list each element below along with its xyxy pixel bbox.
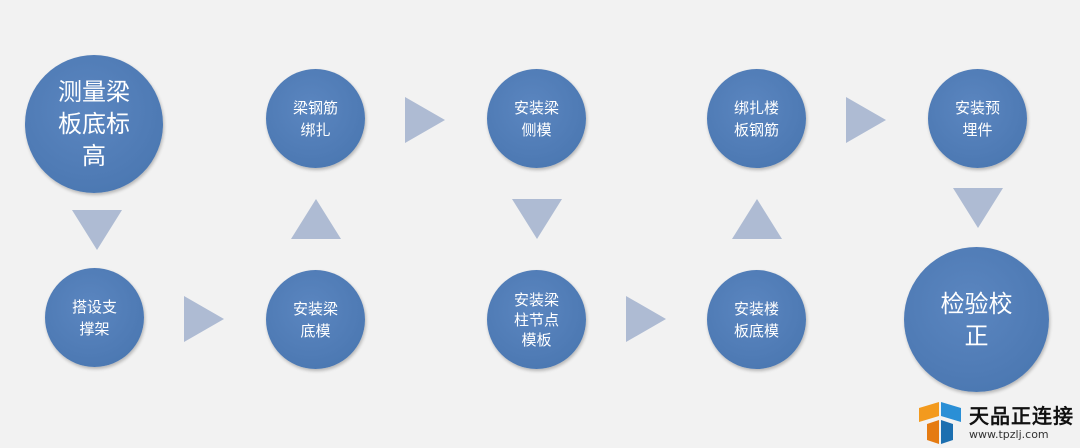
node-check: 检验校 正 (904, 247, 1049, 392)
node-support: 搭设支 撑架 (45, 268, 144, 367)
watermark-title: 天品正连接 (969, 404, 1074, 428)
arrow-down-2 (512, 199, 562, 239)
node-joint: 安装梁 柱节点 模板 (487, 270, 586, 369)
node-rebar-label: 梁钢筋 绑扎 (292, 98, 338, 139)
watermark: 天品正连接 www.tpzlj.com (917, 402, 1074, 444)
node-slab: 安装楼 板底模 (707, 270, 806, 369)
node-measure-label: 测量梁 板底标 高 (58, 78, 130, 170)
arrow-up-2 (732, 199, 782, 239)
node-bottom-label: 安装梁 底模 (292, 299, 338, 340)
node-slab-label: 安装楼 板底模 (733, 299, 779, 340)
node-rebar: 梁钢筋 绑扎 (266, 69, 365, 168)
arrow-right-2 (405, 97, 445, 143)
arrow-right-1 (184, 296, 224, 342)
watermark-logo-icon (919, 402, 961, 444)
node-measure: 测量梁 板底标 高 (25, 55, 163, 193)
node-slabrebar-label: 绑扎楼 板钢筋 (733, 98, 779, 139)
node-side: 安装梁 侧模 (487, 69, 586, 168)
arrow-up-1 (291, 199, 341, 239)
arrow-right-4 (846, 97, 886, 143)
watermark-url: www.tpzlj.com (969, 428, 1049, 441)
node-check-label: 检验校 正 (940, 289, 1013, 350)
node-slabrebar: 绑扎楼 板钢筋 (707, 69, 806, 168)
node-support-label: 搭设支 撑架 (71, 297, 117, 338)
node-embed: 安装预 埋件 (928, 69, 1027, 168)
arrow-down-3 (953, 188, 1003, 228)
arrow-down-1 (72, 210, 122, 250)
node-joint-label: 安装梁 柱节点 模板 (513, 290, 559, 349)
node-embed-label: 安装预 埋件 (954, 98, 1000, 139)
arrow-right-3 (626, 296, 666, 342)
node-side-label: 安装梁 侧模 (513, 98, 559, 139)
node-bottom: 安装梁 底模 (266, 270, 365, 369)
